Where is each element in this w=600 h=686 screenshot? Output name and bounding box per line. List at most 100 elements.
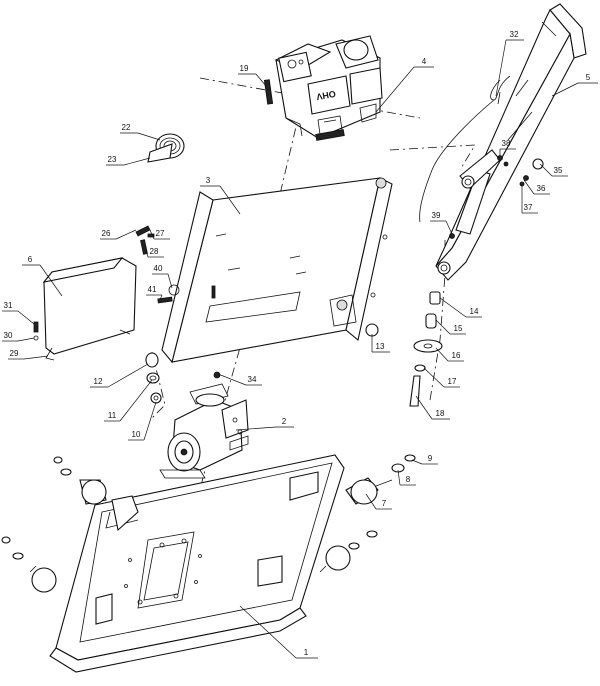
engine-mount-plate-part-3	[161, 177, 393, 364]
fasteners	[1, 155, 544, 593]
callout-13: 13	[371, 334, 390, 353]
callout-leader-line	[39, 264, 63, 297]
callout-16: 16	[435, 347, 464, 362]
callout-leader-line	[107, 363, 149, 388]
callout-number: 34	[248, 375, 257, 384]
callout-23: 23	[106, 155, 151, 166]
callout-leader-line	[167, 273, 173, 289]
callout-11: 11	[104, 379, 153, 422]
callout-number: 15	[454, 324, 463, 333]
callout-leader-line	[439, 297, 467, 318]
callout-30: 30	[2, 331, 35, 342]
callout-number: 13	[376, 342, 385, 351]
callout-number: 8	[406, 475, 411, 484]
callout-leader-line	[423, 367, 445, 388]
callout-12: 12	[90, 363, 149, 388]
handle-part-5	[435, 3, 587, 281]
callout-leader-line	[435, 347, 449, 362]
callout-leader-line	[435, 319, 451, 335]
callout-leader-line	[137, 132, 161, 141]
callout-number: 28	[150, 247, 159, 256]
callout-number: 40	[154, 264, 163, 273]
callout-38: 38	[499, 139, 516, 156]
callout-27: 27	[149, 229, 170, 240]
callout-leader-line	[159, 294, 163, 301]
callout-number: 32	[510, 30, 519, 39]
callout-leader-line	[495, 39, 507, 97]
callout-leader-line	[143, 401, 157, 441]
callout-19: 19	[238, 64, 267, 87]
callout-18: 18	[415, 395, 450, 420]
callout-number: 5	[586, 73, 591, 82]
key-part-19	[263, 79, 274, 105]
belt-guard-part-6	[42, 257, 137, 361]
callout-leader-line	[415, 395, 433, 420]
callout-leader-line	[115, 229, 137, 240]
callout-number: 39	[432, 211, 441, 220]
callout-31: 31	[2, 301, 35, 325]
callout-15: 15	[435, 319, 466, 335]
callout-39: 39	[430, 211, 453, 235]
callout-number: 4	[422, 57, 427, 66]
callout-34: 34	[217, 373, 262, 386]
callout-4: 4	[375, 57, 434, 113]
callout-number: 26	[102, 229, 111, 238]
callout-leader-line	[445, 220, 453, 235]
callout-number: 30	[4, 331, 13, 340]
callout-36: 36	[523, 179, 550, 195]
callout-leader-line	[123, 157, 151, 166]
callout-3: 3	[200, 176, 241, 215]
callout-2: 2	[235, 417, 294, 431]
callout-number: 22	[122, 123, 131, 132]
callout-number: 36	[537, 184, 546, 193]
throttle-cable-part-32	[419, 75, 511, 223]
callout-17: 17	[423, 367, 460, 388]
callout-leader-line	[551, 82, 579, 97]
callout-number: 10	[132, 430, 141, 439]
callout-number: 11	[108, 411, 117, 420]
callout-9: 9	[411, 454, 438, 465]
callout-leader-line	[375, 66, 415, 113]
callout-number: 12	[94, 377, 103, 386]
callout-leader-line	[217, 373, 247, 386]
callout-leader-line	[145, 249, 149, 258]
callout-7: 7	[365, 493, 392, 510]
callout-leader-line	[119, 379, 153, 422]
callout-41: 41	[146, 285, 163, 301]
callout-leader-line	[365, 493, 377, 510]
callout-28: 28	[145, 247, 164, 258]
callout-37: 37	[521, 186, 538, 214]
callout-leader-line	[149, 229, 155, 240]
callout-35: 35	[539, 163, 568, 177]
callout-number: 6	[28, 255, 33, 264]
callout-leader-line	[523, 179, 535, 195]
callout-number: 37	[524, 203, 533, 212]
callout-number: 27	[156, 229, 165, 238]
callout-number: 9	[428, 454, 433, 463]
callout-leader-line	[411, 459, 423, 465]
callout-number: 38	[502, 139, 511, 148]
callout-leader-line	[239, 605, 297, 659]
callout-number: 31	[4, 301, 13, 310]
callout-leader-line	[17, 310, 35, 325]
callout-number: 1	[304, 648, 309, 657]
callout-number: 17	[448, 377, 457, 386]
callout-leader-line	[255, 73, 267, 87]
callout-14: 14	[439, 297, 482, 318]
callout-leader-line	[539, 163, 553, 177]
callout-number: 41	[148, 285, 157, 294]
callout-number: 35	[554, 166, 563, 175]
callout-number: 18	[436, 409, 445, 418]
callout-1: 1	[239, 605, 318, 659]
callout-leader-line	[219, 185, 241, 215]
callout-5: 5	[551, 73, 598, 97]
callout-leader-line	[23, 355, 49, 360]
callout-number: 19	[240, 64, 249, 73]
callout-40: 40	[152, 264, 173, 289]
callout-22: 22	[120, 123, 161, 141]
callout-32: 32	[495, 30, 524, 97]
callout-29: 29	[8, 349, 49, 360]
callout-number: 14	[470, 307, 479, 316]
